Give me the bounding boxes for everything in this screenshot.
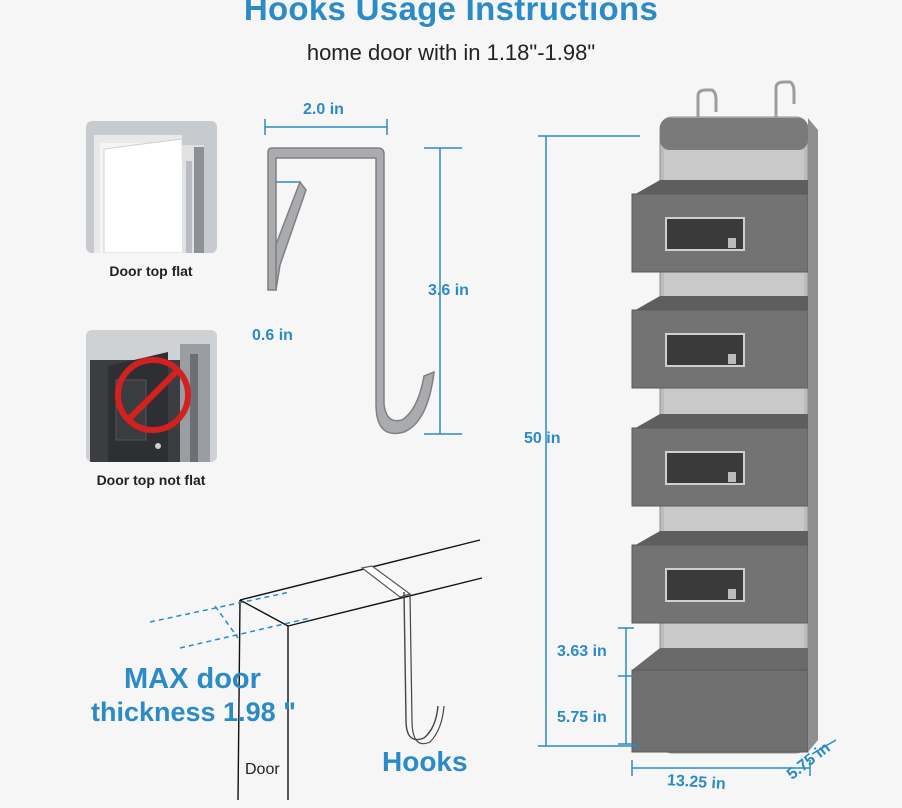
page-title: Hooks Usage Instructions xyxy=(243,0,659,27)
door-label: Door xyxy=(245,761,280,778)
pocket-gap-label: 3.63 in xyxy=(557,643,607,660)
pocket-height-label: 5.75 in xyxy=(557,709,607,726)
page-subtitle: home door with in 1.18"-1.98" xyxy=(306,40,596,65)
door-top-not-flat-caption: Door top not flat xyxy=(96,472,206,488)
max-thickness-line1: MAX door xyxy=(124,663,261,695)
organizer-height-label: 50 in xyxy=(524,430,561,447)
hook-height-label: 3.6 in xyxy=(428,282,469,299)
hook-thickness-label: 0.6 in xyxy=(252,327,293,344)
door-top-flat-caption: Door top flat xyxy=(109,263,193,279)
hooks-label: Hooks xyxy=(382,746,468,777)
hook-width-label: 2.0 in xyxy=(303,101,344,118)
door-top-flat-photo xyxy=(86,121,217,253)
max-thickness-line2: thickness 1.98 " xyxy=(91,697,296,727)
